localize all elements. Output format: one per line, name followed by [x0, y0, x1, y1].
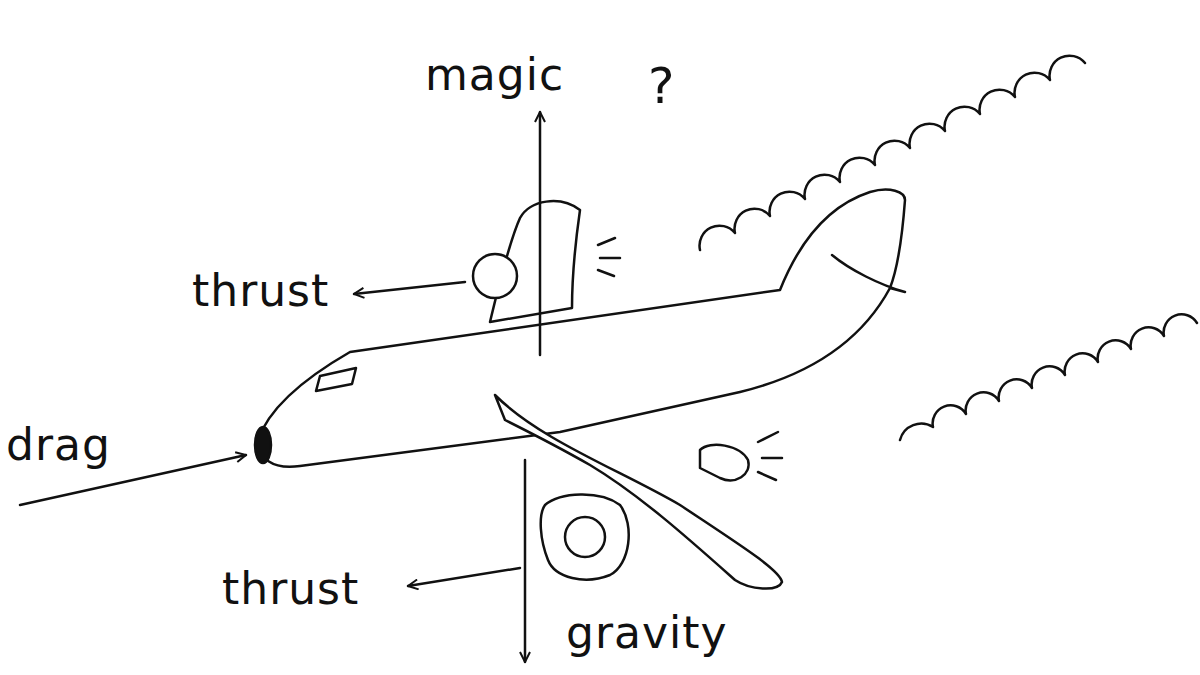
force-arrow — [539, 112, 542, 355]
cockpit-window — [316, 368, 356, 391]
force-label: drag — [6, 420, 111, 471]
cloud-line — [900, 314, 1197, 440]
force-arrow — [354, 282, 465, 294]
fuselage — [258, 190, 905, 467]
force-label: thrust — [222, 564, 359, 615]
engine — [541, 494, 629, 579]
force-label: thrust — [192, 266, 329, 317]
engine-lines — [598, 238, 620, 276]
force-arrow — [524, 460, 527, 662]
nose — [255, 427, 271, 463]
engine — [473, 254, 517, 298]
force-arrow — [408, 568, 520, 586]
stabilizer — [832, 255, 905, 292]
force-label: ? — [648, 58, 676, 116]
force-label: gravity — [566, 608, 728, 659]
front-wing — [495, 395, 782, 589]
engine — [700, 445, 749, 480]
force-label: magic — [425, 50, 564, 101]
engine — [565, 517, 605, 557]
engine-lines — [758, 432, 782, 480]
